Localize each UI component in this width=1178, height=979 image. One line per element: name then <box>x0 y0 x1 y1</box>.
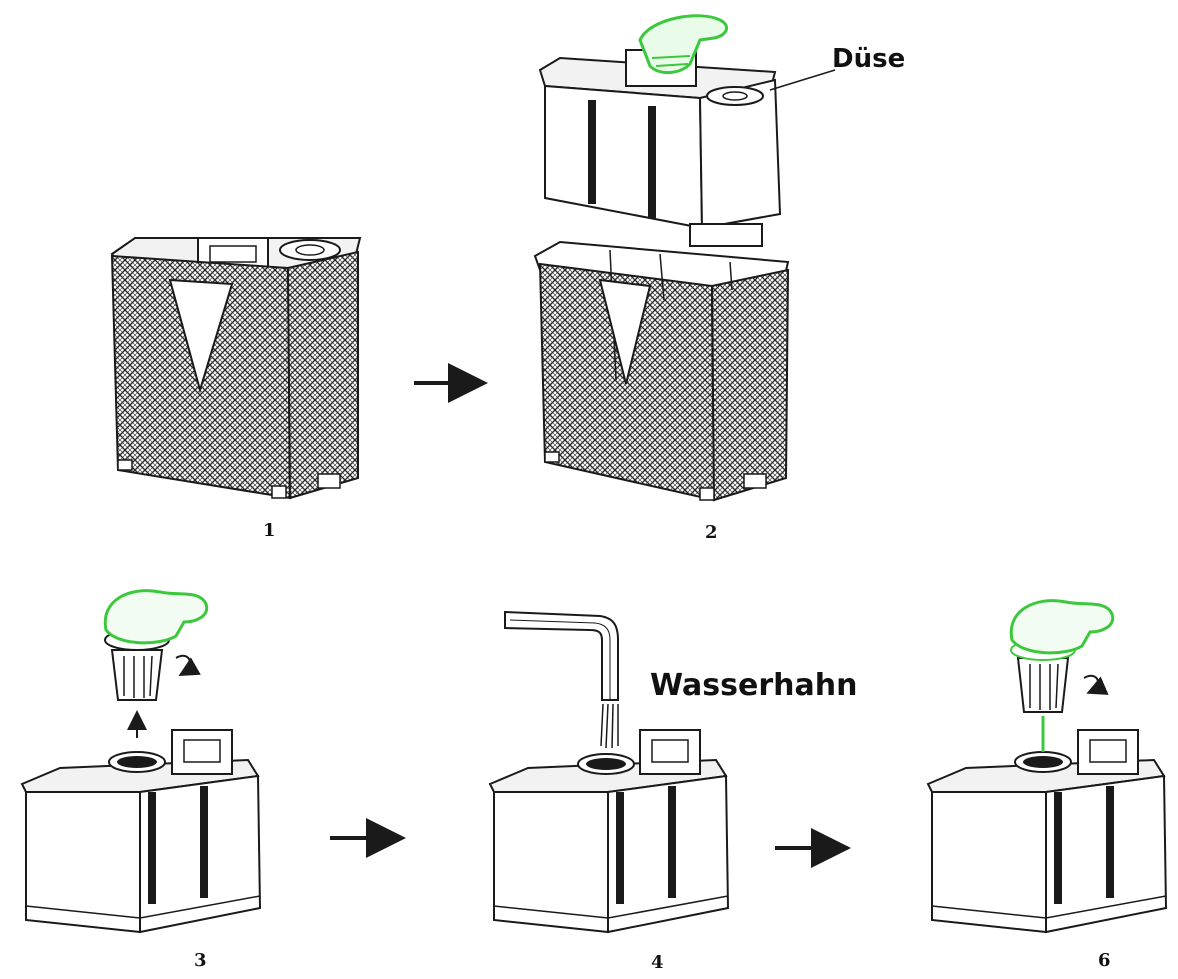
nozzle-leader-line <box>769 69 836 91</box>
hand-green-6 <box>1009 599 1115 655</box>
nozzle-label: Düse <box>832 44 906 74</box>
step-number-4: 4 <box>651 952 664 973</box>
water-stream <box>600 703 619 749</box>
step-number-2: 2 <box>705 522 718 543</box>
faucet-shape <box>504 610 619 701</box>
step-number-3: 3 <box>194 950 207 971</box>
hand-green-3 <box>103 589 209 645</box>
step-number-1: 1 <box>263 520 276 541</box>
faucet-label: Wasserhahn <box>650 668 858 703</box>
step-number-6: 6 <box>1098 950 1111 971</box>
figure-2-tank-removed <box>533 14 836 502</box>
figure-3-cap-removed <box>20 589 262 934</box>
figure-1-assembled-unit <box>110 237 362 500</box>
figure-4-filling-tank <box>488 610 730 934</box>
figure-6-cap-replaced <box>926 599 1168 934</box>
